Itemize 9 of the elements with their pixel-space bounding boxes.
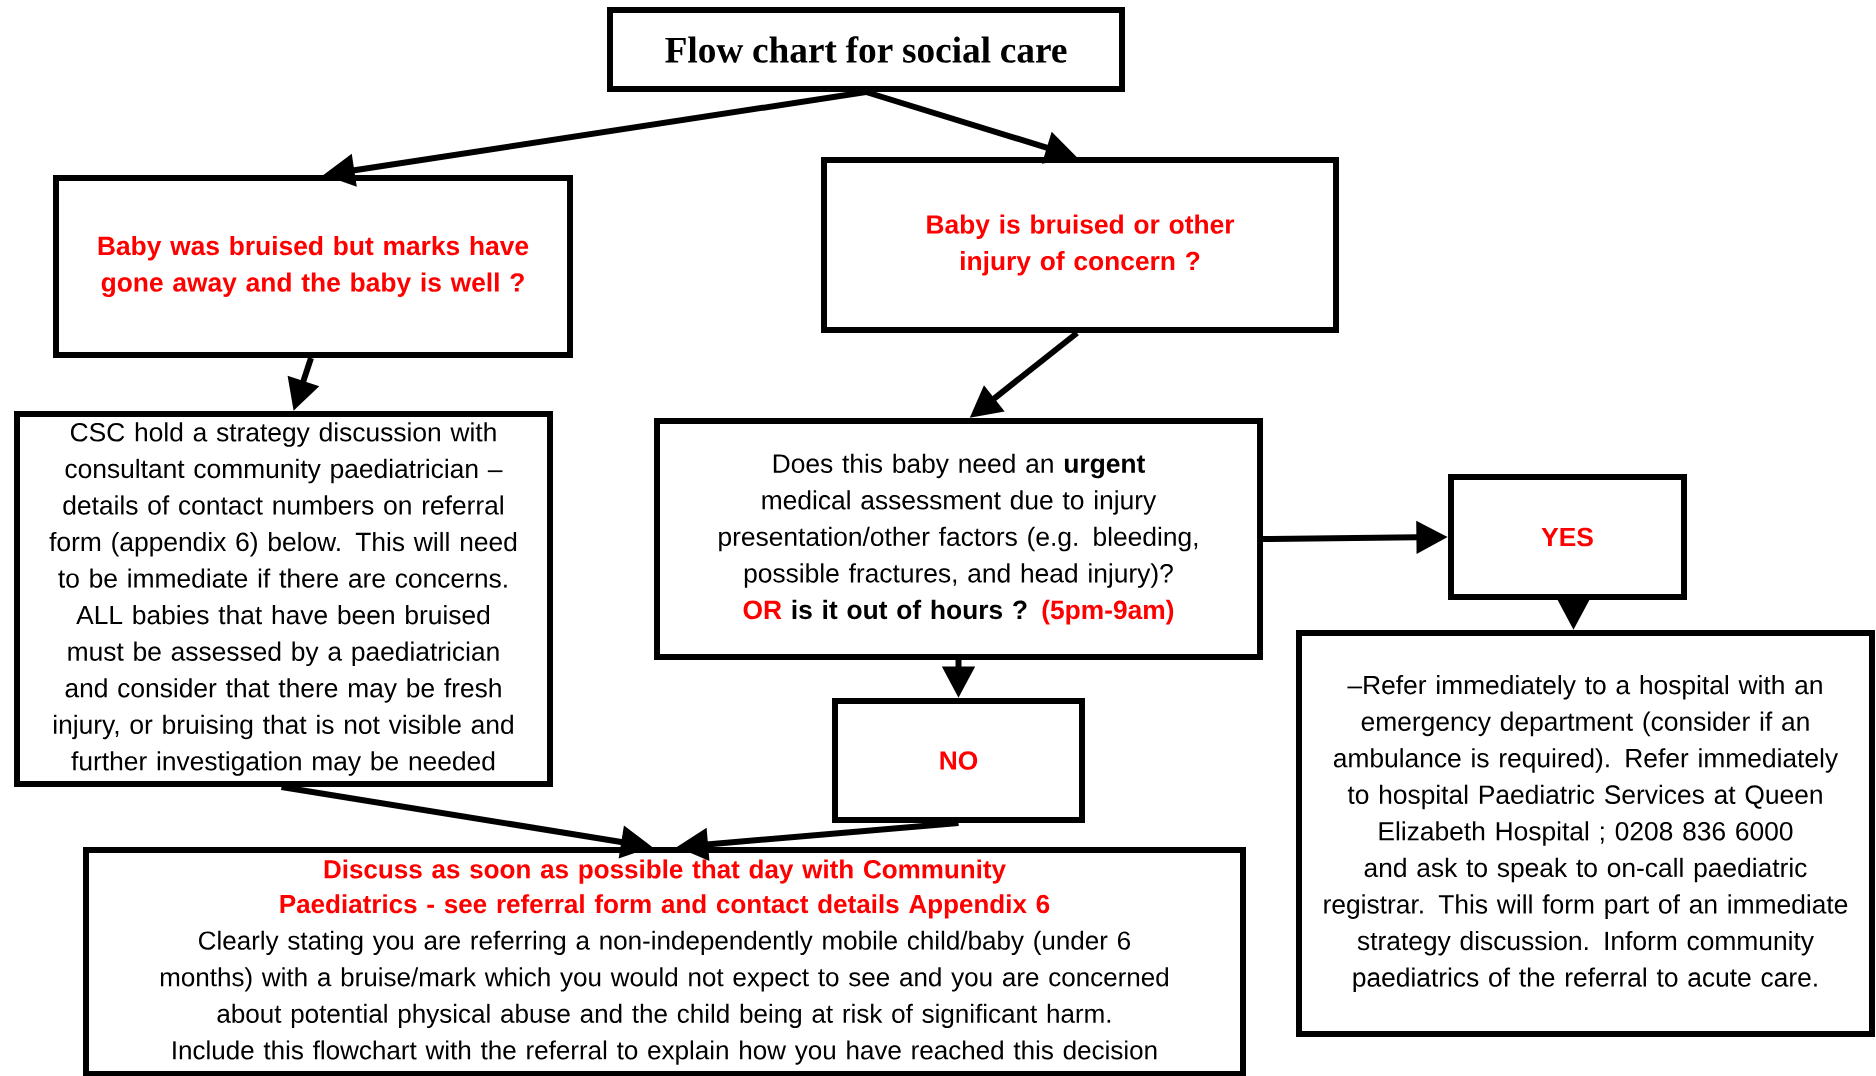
question-box: Baby is bruised or other injury of concern ? — [821, 157, 1339, 333]
title-box: Flow chart for social care — [607, 7, 1125, 92]
answer-box: YES — [1448, 474, 1687, 600]
question-box: Baby was bruised but marks have gone away and the baby is well ? — [53, 175, 573, 358]
process-box: –Refer immediately to a hospital with an emergency department (consider if an ambulance is required). Refer immediately to hospital Paediatric Services at Queen Elizabeth Hospital ; 0208 836 6000 and ask to speak to on-call paediatric registrar. This will form part of an immediate strategy discussion. Inform community paediatrics of the referral to acute care. — [1296, 630, 1875, 1037]
process-box: CSC hold a strategy discussion with consultant community paediatrician – details of contact numbers on referral form (appendix 6) below. This will need to be immediate if there are concerns. ALL babies that have been bruised must be assessed by a paediatrician and consider that there may be fresh injury, or bruising that is not visible and further investigation may be needed — [14, 411, 553, 787]
decision-box: Does this baby need an urgent medical assessment due to injury presentation/other factors (e.g. bleeding, possible fractures, and head injury)? OR is it out of hours ? (5pm-9am) — [654, 418, 1263, 660]
process-box: Discuss as soon as possible that day with Community Paediatrics - see referral form and contact details Appendix 6 Clearly stating you are referring a non-independently mobile child/baby (under 6 months) with a bruise/mark which you would not expect to see and you are concerned about potential physical abuse and the child being at risk of significant harm. Include this flowchart with the referral to explain how you have reached this decision — [83, 847, 1246, 1076]
answer-box: NO — [832, 698, 1085, 823]
